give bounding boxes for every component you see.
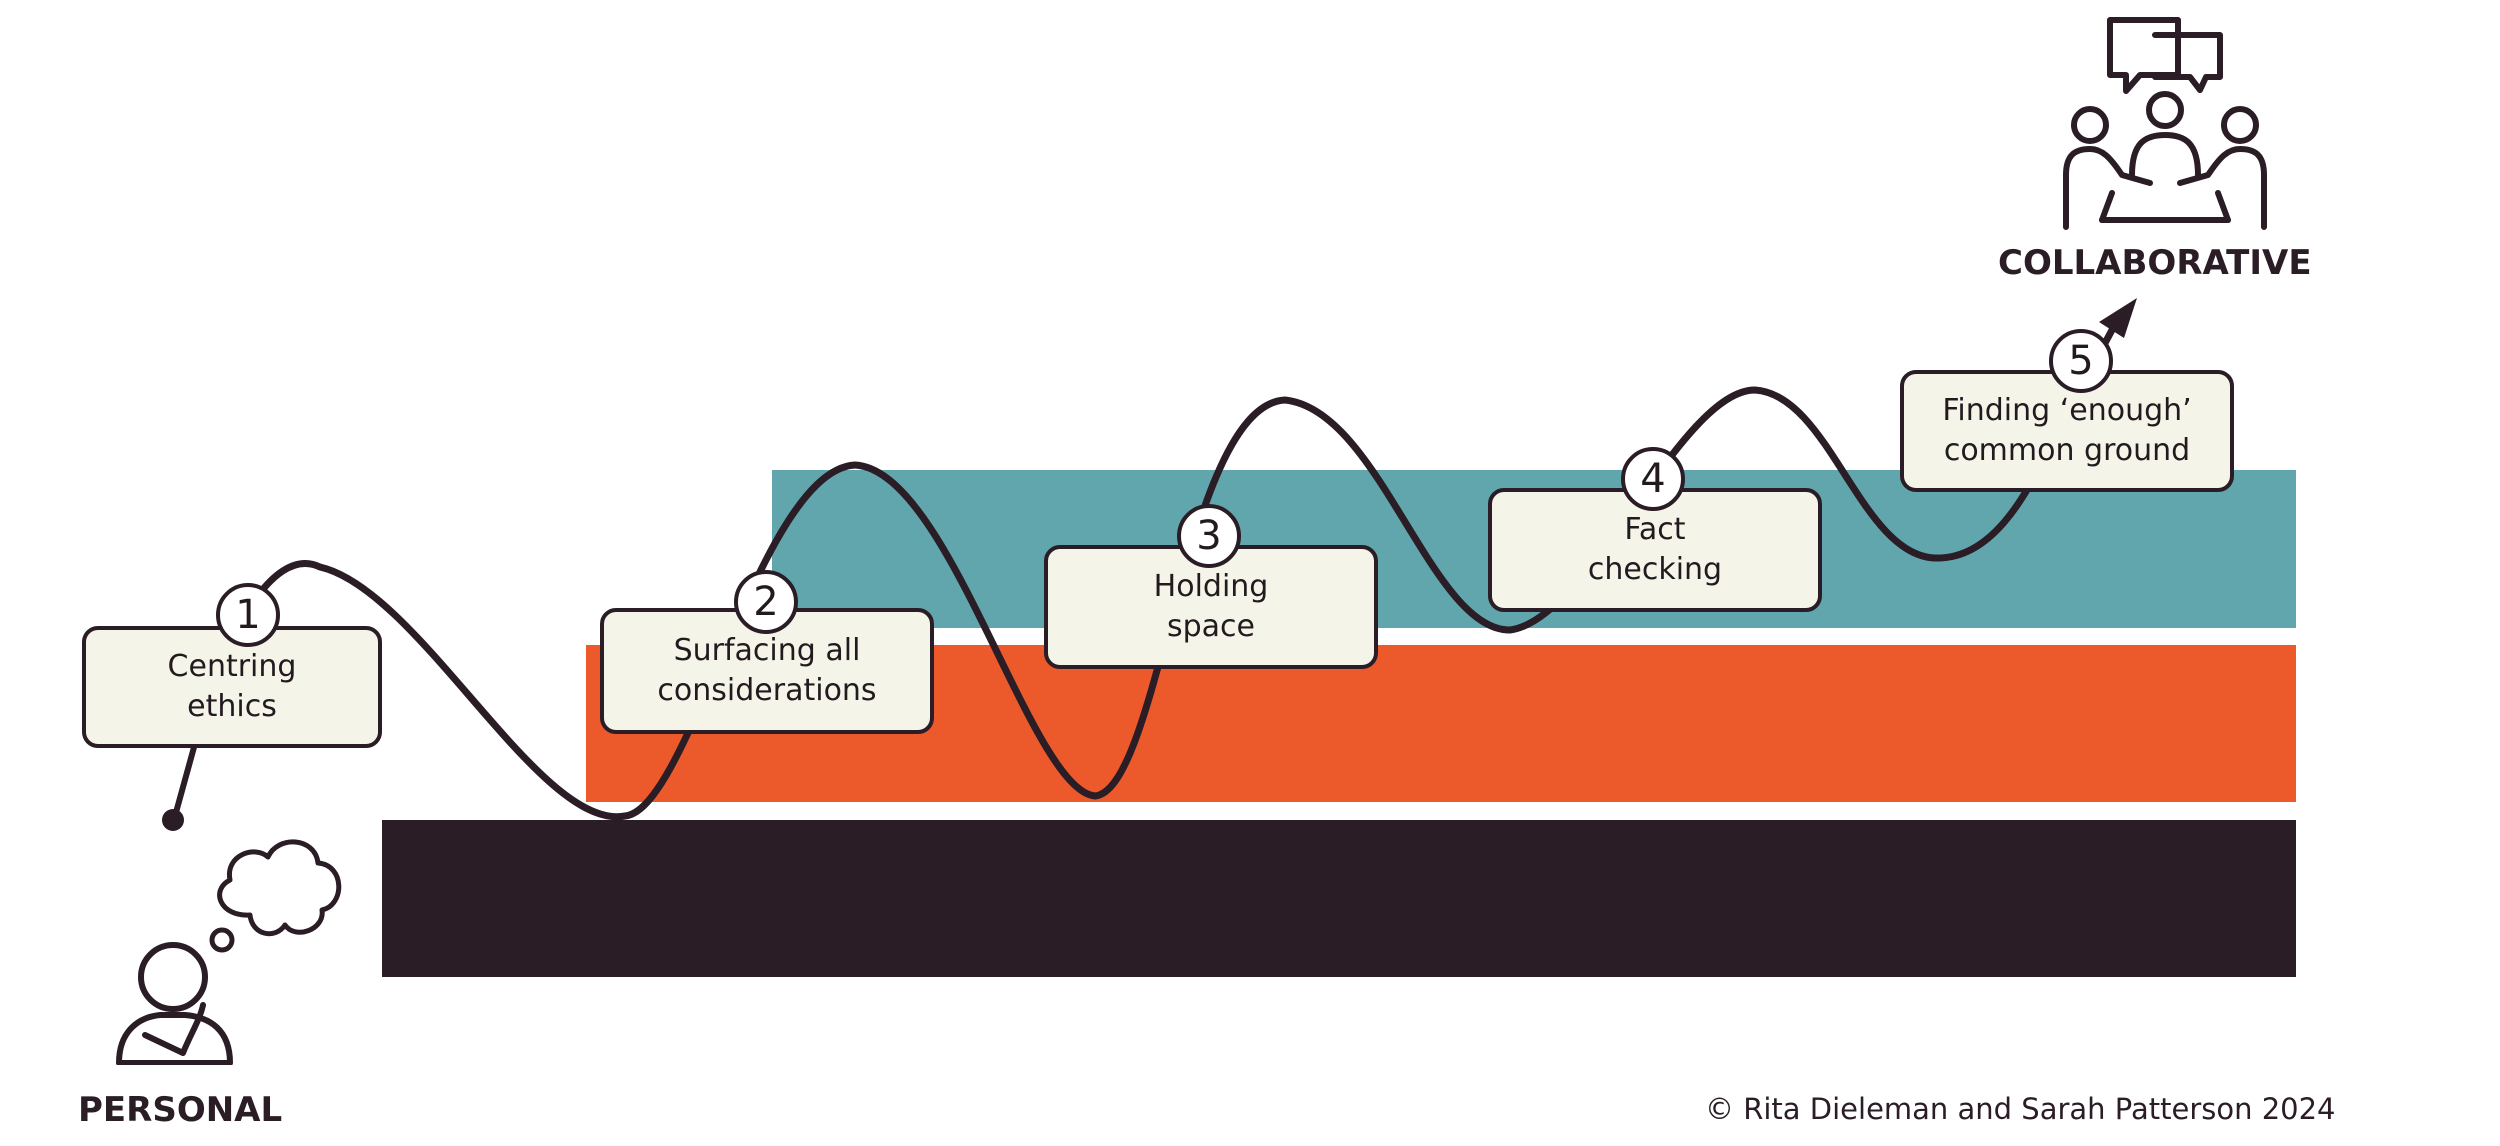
step-4-label-line1: Fact — [1624, 512, 1686, 547]
group-discussion-icon — [2063, 17, 2267, 230]
step-2-number: 2 — [734, 570, 798, 634]
thought-bubble-icon — [209, 839, 342, 953]
step-1-number: 1 — [216, 583, 280, 647]
step-3-label-line1: Holding — [1153, 569, 1269, 604]
collaborative-label: COLLABORATIVE — [1998, 243, 2312, 283]
copyright-credit: © Rita Dieleman and Sarah Patterson 2024 — [1705, 1092, 2336, 1126]
step-4-label-line2: checking — [1587, 552, 1723, 587]
thinking-person-icon — [116, 942, 233, 1065]
step-5-box: Finding ‘enough’ common ground — [1900, 370, 2234, 492]
step-1-label-line2: ethics — [187, 689, 277, 724]
dark-layer-band — [382, 820, 2296, 977]
step-5-label-line2: common ground — [1943, 433, 2191, 468]
step-2-label-line2: considerations — [657, 673, 877, 708]
step-3-number: 3 — [1177, 504, 1241, 568]
step-5-label-line1: Finding ‘enough’ — [1942, 393, 2192, 428]
personal-label: PERSONAL — [78, 1090, 283, 1130]
step-3-label-line2: space — [1166, 609, 1255, 644]
step-2-label-line1: Surfacing all — [673, 633, 861, 668]
step-4-number: 4 — [1621, 447, 1685, 511]
step-1-box: Centring ethics — [82, 626, 382, 748]
step-5-number: 5 — [2049, 329, 2113, 393]
step-1-label-line1: Centring — [167, 649, 297, 684]
